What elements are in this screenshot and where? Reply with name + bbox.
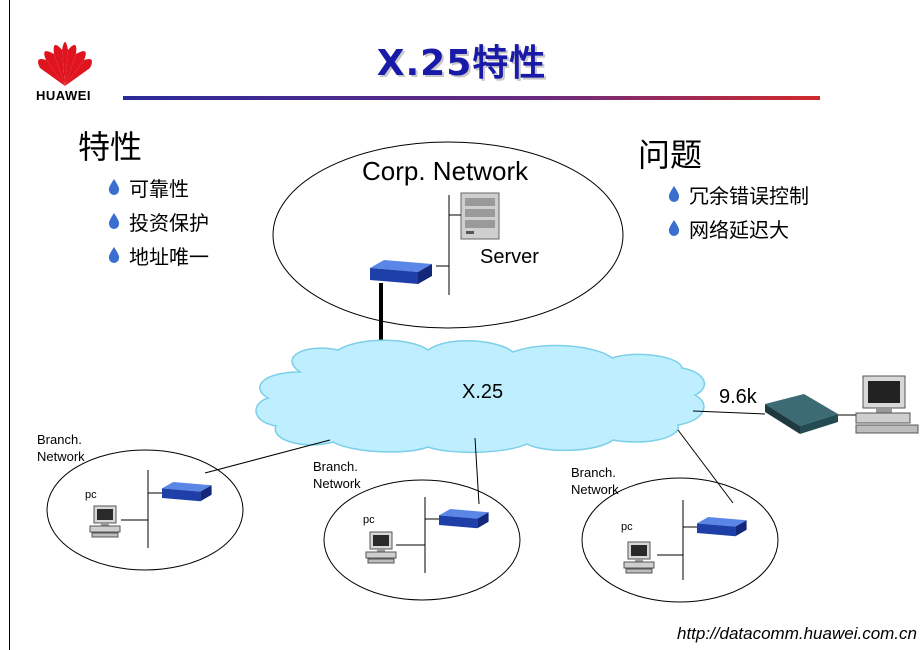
slide-border bbox=[9, 0, 10, 650]
branch-pc-icon-3 bbox=[623, 541, 655, 574]
title-underline bbox=[123, 96, 820, 100]
features-heading: 特性 bbox=[78, 128, 143, 166]
cloud-label: X.25 bbox=[462, 381, 504, 403]
branch-link-1 bbox=[204, 439, 331, 474]
branch-link-2 bbox=[474, 437, 480, 505]
server-icon bbox=[460, 192, 500, 240]
problem-label: 冗余错误控制 bbox=[689, 183, 809, 208]
branch-pc-icon-1 bbox=[89, 505, 121, 538]
branch-network-ellipse-1 bbox=[46, 449, 244, 571]
modem-link bbox=[692, 410, 766, 415]
problems-list: 冗余错误控制 网络延迟大 bbox=[667, 177, 809, 245]
corp-network-label: Corp. Network bbox=[362, 156, 529, 186]
logo-text: HUAWEI bbox=[36, 88, 91, 103]
branch-label-3: Branch. Network bbox=[571, 465, 619, 497]
server-label: Server bbox=[480, 246, 539, 268]
pc-label-2: pc bbox=[363, 514, 375, 526]
modem-icon bbox=[765, 394, 838, 434]
branch-network-ellipse-3 bbox=[581, 477, 779, 603]
problem-label: 网络延迟大 bbox=[689, 217, 789, 242]
features-list: 可靠性 投资保护 地址唯一 bbox=[107, 170, 209, 272]
feature-item: 投资保护 bbox=[107, 204, 209, 238]
problem-item: 冗余错误控制 bbox=[667, 177, 809, 211]
feature-item: 地址唯一 bbox=[107, 238, 209, 272]
feature-label: 投资保护 bbox=[129, 210, 209, 235]
problem-item: 网络延迟大 bbox=[667, 211, 809, 245]
droplet-bullet-icon bbox=[108, 179, 120, 195]
branch-label-2: Branch. Network bbox=[313, 459, 361, 491]
branch-label-1: Branch. Network bbox=[37, 432, 85, 464]
branch-router-icon-3 bbox=[697, 517, 747, 537]
feature-label: 地址唯一 bbox=[129, 244, 209, 269]
branch-router-icon-1 bbox=[162, 482, 212, 502]
pc-label-3: pc bbox=[621, 521, 633, 533]
problems-heading: 问题 bbox=[638, 136, 703, 174]
pc-label-1: pc bbox=[85, 489, 97, 501]
droplet-bullet-icon bbox=[668, 220, 680, 236]
droplet-bullet-icon bbox=[108, 213, 120, 229]
huawei-logo-icon bbox=[38, 42, 92, 86]
branch-pc-icon-2 bbox=[365, 531, 397, 564]
x25-cloud bbox=[255, 339, 706, 454]
remote-pc-icon bbox=[855, 375, 919, 434]
branch-network-ellipse-2 bbox=[323, 479, 521, 601]
feature-item: 可靠性 bbox=[107, 170, 209, 204]
footer-url: http://datacomm.huawei.com.cn bbox=[676, 624, 917, 643]
corp-router-icon bbox=[370, 260, 432, 284]
feature-label: 可靠性 bbox=[129, 176, 189, 201]
branch-link-3 bbox=[677, 429, 734, 504]
branch-router-icon-2 bbox=[439, 509, 489, 529]
speed-label: 9.6k bbox=[719, 386, 757, 408]
slide-title: X.25特性 bbox=[376, 43, 547, 84]
droplet-bullet-icon bbox=[668, 186, 680, 202]
corp-network-ellipse bbox=[272, 141, 624, 329]
droplet-bullet-icon bbox=[108, 247, 120, 263]
